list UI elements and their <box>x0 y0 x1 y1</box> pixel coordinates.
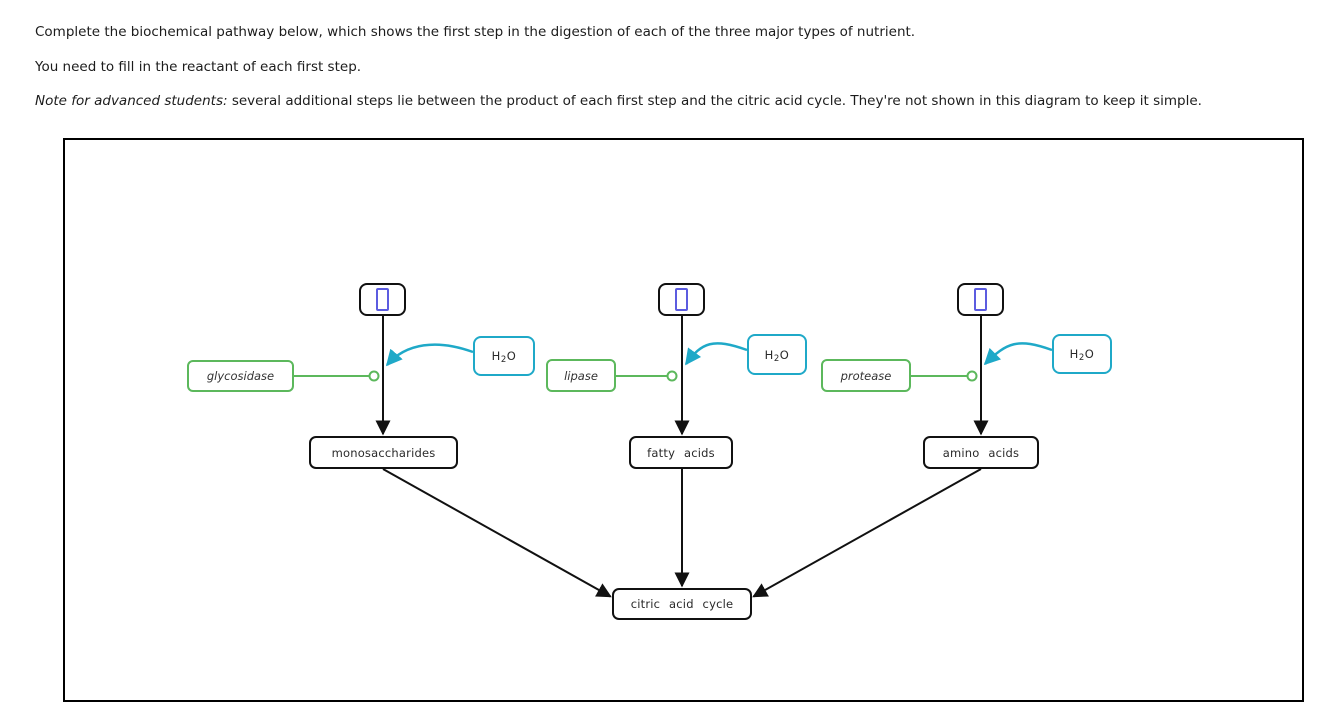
water-arrow-2 <box>684 342 748 366</box>
water-subscript: 2 <box>773 353 780 364</box>
instruction-line-2: You need to fill in the reactant of each… <box>35 58 362 75</box>
enzyme-protease: protease <box>821 359 911 392</box>
enzyme-lipase: lipase <box>546 359 616 392</box>
reactant-answer-slot-1[interactable] <box>359 283 406 316</box>
note-lead: Note for advanced students: <box>35 92 228 109</box>
water-h: H <box>1069 347 1079 361</box>
pathway-connectors <box>294 316 1053 598</box>
glycosidase-junction-dot <box>368 370 380 382</box>
water-h: H <box>764 347 774 362</box>
water-arrow-1 <box>385 343 474 367</box>
arrow-amino-acids-to-citric <box>752 468 982 598</box>
product-monosaccharides: monosaccharides <box>309 436 458 469</box>
empty-answer-indicator-icon <box>974 288 987 311</box>
protease-junction-dot <box>966 370 978 382</box>
empty-answer-indicator-icon <box>675 288 688 311</box>
citric-acid-cycle-node: citric acid cycle <box>612 588 752 620</box>
instruction-line-1: Complete the biochemical pathway below, … <box>35 23 916 40</box>
water-o: O <box>1084 347 1095 361</box>
product-amino-acids: amino acids <box>923 436 1039 469</box>
water-arrow-3 <box>983 342 1053 366</box>
water-subscript: 2 <box>1078 353 1085 363</box>
product-fatty-acids: fatty acids <box>629 436 733 469</box>
arrow-monosaccharides-to-citric <box>382 468 612 598</box>
empty-answer-indicator-icon <box>376 288 389 311</box>
enzyme-glycosidase: glycosidase <box>187 360 294 392</box>
reactant-answer-slot-2[interactable] <box>658 283 705 316</box>
lipase-junction-dot <box>666 370 678 382</box>
reactant-answer-slot-3[interactable] <box>957 283 1004 316</box>
water-o: O <box>506 349 517 363</box>
instruction-note: Note for advanced students: several addi… <box>35 91 1287 111</box>
water-o: O <box>779 347 790 362</box>
note-rest: several additional steps lie between the… <box>231 92 1202 109</box>
water-h: H <box>491 349 501 363</box>
water-subscript: 2 <box>500 355 507 365</box>
